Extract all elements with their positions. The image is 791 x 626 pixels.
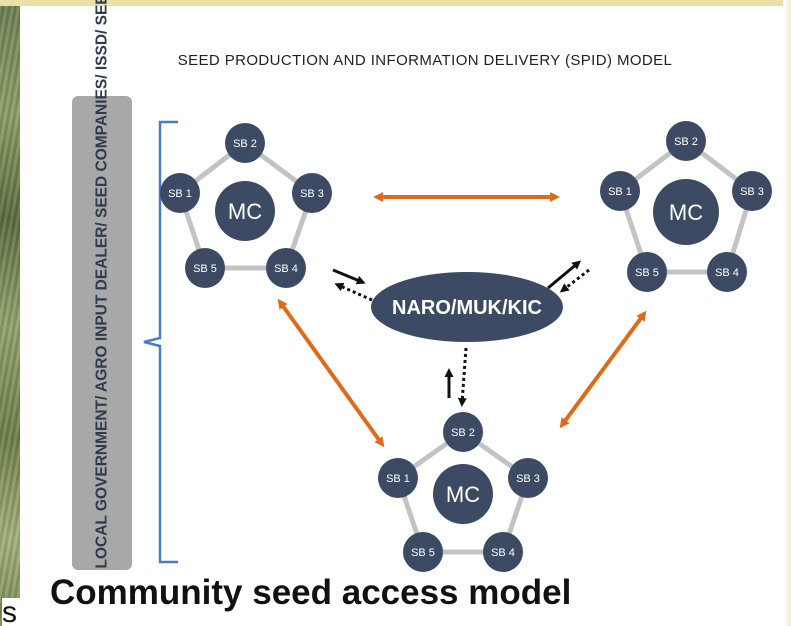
sb-node (266, 248, 306, 288)
slide-right-edge (783, 0, 791, 626)
sb-node-label: SB 1 (608, 186, 632, 198)
sb-node (707, 252, 747, 292)
orange-arrow-left-bottom (277, 298, 385, 448)
sb-node-label: SB 3 (740, 186, 764, 198)
sb-node (225, 123, 265, 163)
sb-node-label: SB 4 (715, 267, 739, 279)
cluster-center (433, 464, 493, 524)
solid-arrow-hub-to-right (547, 260, 582, 290)
slide-top-border (0, 0, 791, 6)
sb-node (378, 458, 418, 498)
sb-node (732, 171, 772, 211)
sb-node (508, 458, 548, 498)
cluster-center-label: MC (669, 200, 703, 225)
dashed-arrow-hub-to-left (334, 282, 373, 302)
sb-node-label: SB 3 (300, 188, 324, 200)
solid-arrow-left-to-hub (332, 268, 366, 285)
slide-heading: Community seed access model (50, 573, 572, 612)
sb-node (627, 252, 667, 292)
sb-node (443, 412, 483, 452)
cluster-center-label: MC (228, 199, 262, 224)
hub-label: NARO/MUK/KIC (392, 297, 542, 319)
stakeholder-panel (72, 96, 132, 570)
cluster-center-label: MC (446, 482, 480, 507)
cluster-right: MC SB 2 SB 3 SB 4 SB 5 SB 1 (600, 121, 772, 292)
sb-node (185, 248, 225, 288)
sb-node-label: SB 1 (386, 473, 410, 485)
sb-node (292, 173, 332, 213)
sb-node-label: SB 1 (168, 188, 192, 200)
sb-node (160, 173, 200, 213)
diagram-title: SEED PRODUCTION AND INFORMATION DELIVERY… (177, 52, 673, 69)
sb-node (666, 121, 706, 161)
orange-arrow-right-bottom (559, 310, 647, 429)
stakeholder-bracket (143, 120, 178, 564)
dashed-arrow-hub-to-bottom (457, 347, 468, 407)
sb-node-label: SB 5 (411, 547, 435, 559)
background-photo-strip (0, 0, 20, 626)
hub-node: NARO/MUK/KIC (371, 272, 563, 342)
sb-node-label: SB 5 (193, 263, 217, 275)
sb-node (483, 532, 523, 572)
cluster-bottom: MC SB 2 SB 3 SB 4 SB 5 SB 1 (378, 412, 548, 572)
sb-node-label: SB 5 (635, 267, 659, 279)
cluster-center (215, 181, 275, 241)
sb-node-label: SB 4 (274, 263, 298, 275)
cluster-center (653, 179, 719, 245)
sb-node-label: SB 2 (674, 136, 698, 148)
sb-node (403, 532, 443, 572)
cropped-text-fragment: s (2, 598, 24, 626)
sb-node (600, 171, 640, 211)
sb-node-label: SB 4 (491, 547, 515, 559)
sb-node-label: SB 2 (451, 427, 475, 439)
cluster-left: MC SB 2 SB 3 SB 4 SB 5 SB 1 (160, 123, 332, 288)
sb-node-label: SB 3 (516, 473, 540, 485)
sb-node-label: SB 2 (233, 138, 257, 150)
